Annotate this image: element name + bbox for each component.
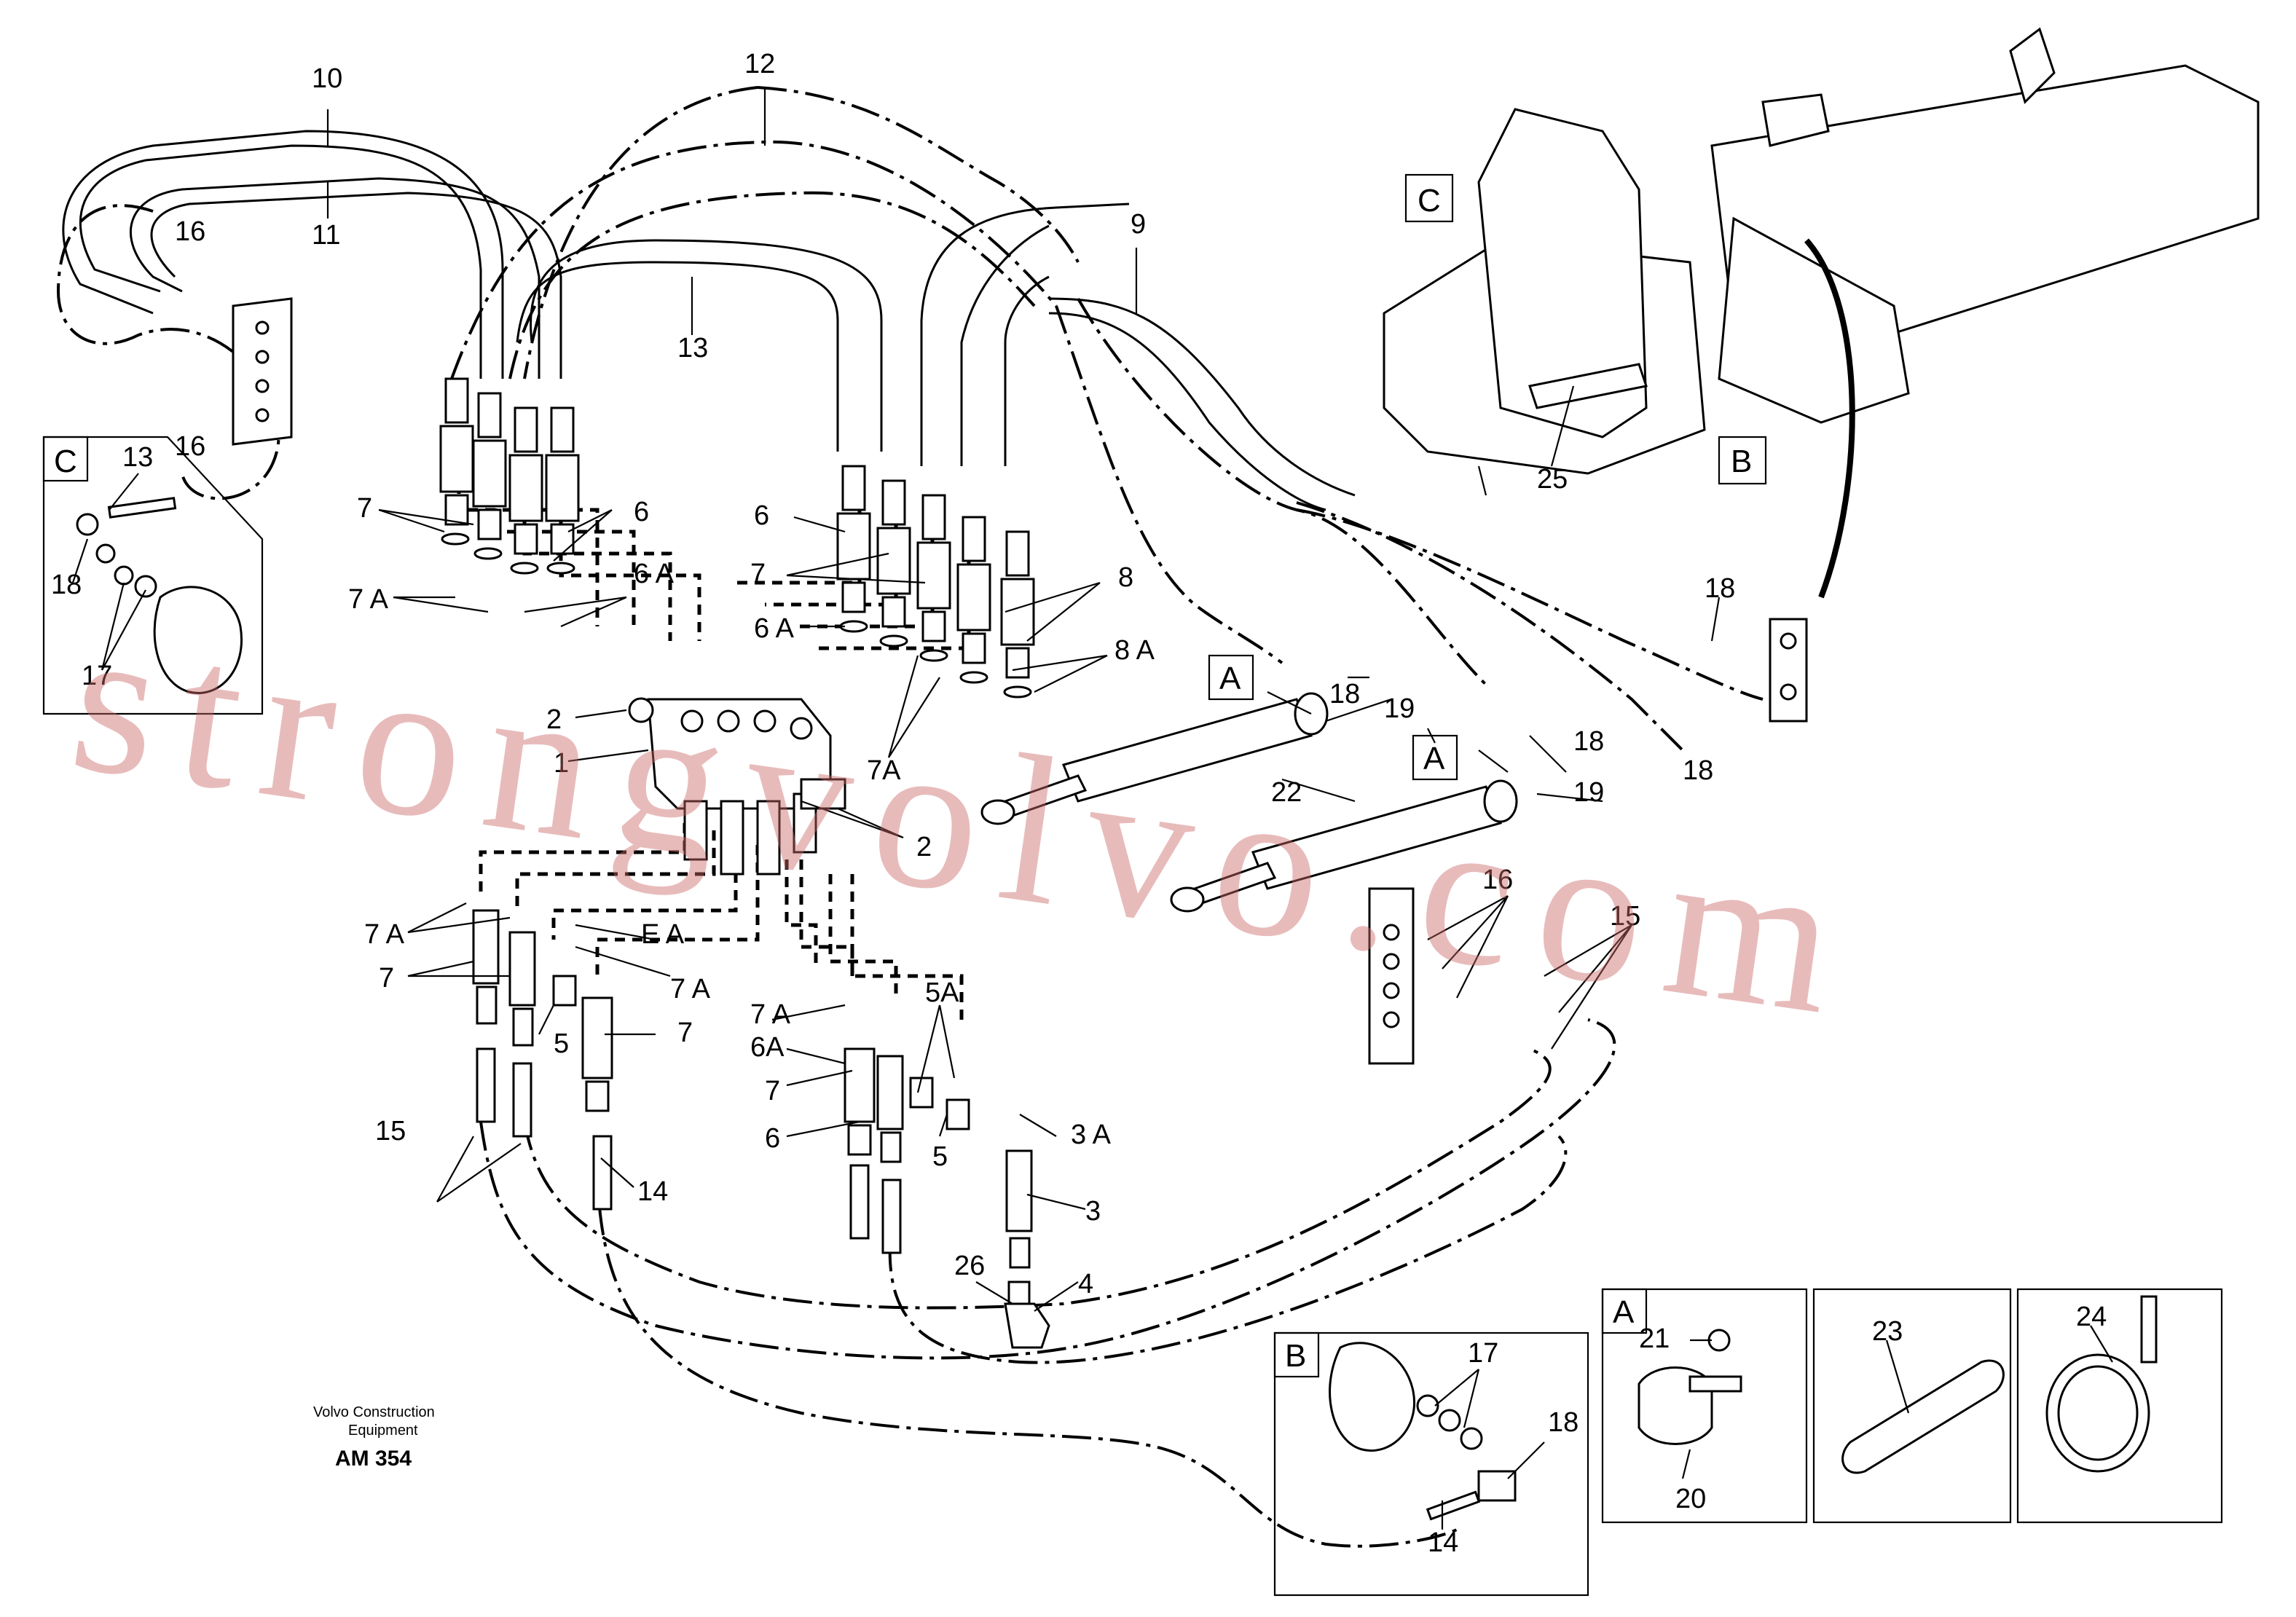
label-19a: 19 xyxy=(1384,693,1415,724)
frame-letter-a-1: A xyxy=(1219,661,1241,696)
frame-letter-b-inset: B xyxy=(1285,1338,1306,1374)
label-5a: 5 xyxy=(554,1028,569,1059)
label-23: 23 xyxy=(1872,1316,1903,1347)
frame-letter-c-top: C xyxy=(1418,183,1441,219)
frame-letter-a-2: A xyxy=(1423,741,1445,776)
label-19b: 19 xyxy=(1573,777,1604,808)
label-7d: 7 xyxy=(677,1018,693,1048)
detail-box-tie xyxy=(2016,1288,2223,1524)
label-6c: 6 xyxy=(765,1123,780,1154)
drawing-code: AM 354 xyxy=(335,1447,412,1471)
label-16b: 16 xyxy=(175,431,205,462)
label-18b: 18 xyxy=(1329,679,1360,709)
label-7Af: E A xyxy=(641,919,685,950)
detail-box-b xyxy=(1273,1331,1589,1597)
label-18e: 18 xyxy=(1683,755,1713,786)
label-8A: 8 A xyxy=(1114,635,1155,666)
label-5b: 5 xyxy=(932,1141,948,1172)
label-16c: 16 xyxy=(1482,865,1513,895)
frame-letter-c-inset: C xyxy=(54,444,77,479)
label-18f: 18 xyxy=(1548,1407,1578,1438)
label-7b: 7 xyxy=(750,559,766,589)
label-18a: 18 xyxy=(51,570,82,600)
label-14a: 14 xyxy=(637,1176,668,1207)
label-22: 22 xyxy=(1271,777,1302,808)
part-number-labels: 1 2 2 3 3 A 4 5 5 5A 6 6 6 6 A 6 A 6A 7 … xyxy=(51,49,2107,1558)
label-10: 10 xyxy=(312,63,342,94)
label-15a: 15 xyxy=(375,1116,406,1146)
label-17b: 17 xyxy=(1468,1338,1498,1369)
hose-bundle-upper xyxy=(62,130,1356,511)
company-line-1: Volvo Construction xyxy=(313,1404,435,1420)
detail-box-a xyxy=(1601,1288,1808,1524)
label-4: 4 xyxy=(1078,1269,1093,1299)
company-line-2: Equipment xyxy=(348,1423,418,1439)
label-11: 11 xyxy=(312,220,340,251)
fittings-lower xyxy=(472,909,1050,1349)
detail-box-sleeve xyxy=(1812,1288,2012,1524)
label-13b: 13 xyxy=(122,442,153,473)
label-15b: 15 xyxy=(1610,901,1640,932)
label-12: 12 xyxy=(744,49,775,79)
label-7c: 7 xyxy=(379,963,394,994)
frame-letter-b-top: B xyxy=(1731,444,1752,479)
label-7Ae: 7 A xyxy=(364,919,405,950)
label-7e: 7 xyxy=(765,1076,780,1106)
mounting-plates xyxy=(232,297,1808,1065)
label-18c: 18 xyxy=(1573,726,1604,757)
label-7Aa: 7 A xyxy=(348,584,389,615)
label-3a: 3 A xyxy=(1071,1120,1112,1150)
control-valve-block xyxy=(628,697,846,876)
label-6Ab: 6 A xyxy=(754,613,795,644)
label-14b: 14 xyxy=(1428,1527,1458,1558)
label-17a: 17 xyxy=(82,661,112,691)
label-6Aa: 6 A xyxy=(634,559,675,589)
label-24: 24 xyxy=(2076,1302,2107,1332)
detail-box-c xyxy=(42,436,264,715)
fittings-upper xyxy=(439,377,1035,699)
label-7a: 7 xyxy=(357,493,372,524)
label-26: 26 xyxy=(954,1251,985,1281)
footer: Volvo Construction Equipment AM 354 xyxy=(313,1404,435,1471)
frame-letters: C C B B A A A xyxy=(42,173,1767,1378)
machine-frame-sketch xyxy=(1383,27,2260,599)
label-7Ac: 7 A xyxy=(670,974,711,1004)
label-25: 25 xyxy=(1537,464,1568,495)
frame-letter-a-inset: A xyxy=(1613,1294,1635,1330)
label-7Ad: 7 A xyxy=(750,999,791,1030)
hose-lines xyxy=(56,86,1764,1548)
label-1: 1 xyxy=(554,748,569,779)
label-20: 20 xyxy=(1675,1484,1706,1514)
label-3: 3 xyxy=(1085,1196,1101,1227)
label-18d: 18 xyxy=(1705,573,1735,604)
label-9: 9 xyxy=(1131,209,1146,240)
label-21: 21 xyxy=(1639,1323,1670,1354)
label-2b: 2 xyxy=(916,832,932,862)
label-5A: 5A xyxy=(925,977,959,1008)
label-16a: 16 xyxy=(175,216,205,247)
label-13a: 13 xyxy=(677,333,708,363)
label-6a: 6 xyxy=(634,497,649,527)
label-7Ab: 7A xyxy=(867,755,901,786)
leader-lines xyxy=(71,87,2113,1530)
label-6Ac: 6A xyxy=(750,1032,785,1063)
label-6b: 6 xyxy=(754,500,769,531)
label-8: 8 xyxy=(1118,562,1133,593)
label-2a: 2 xyxy=(546,704,562,735)
